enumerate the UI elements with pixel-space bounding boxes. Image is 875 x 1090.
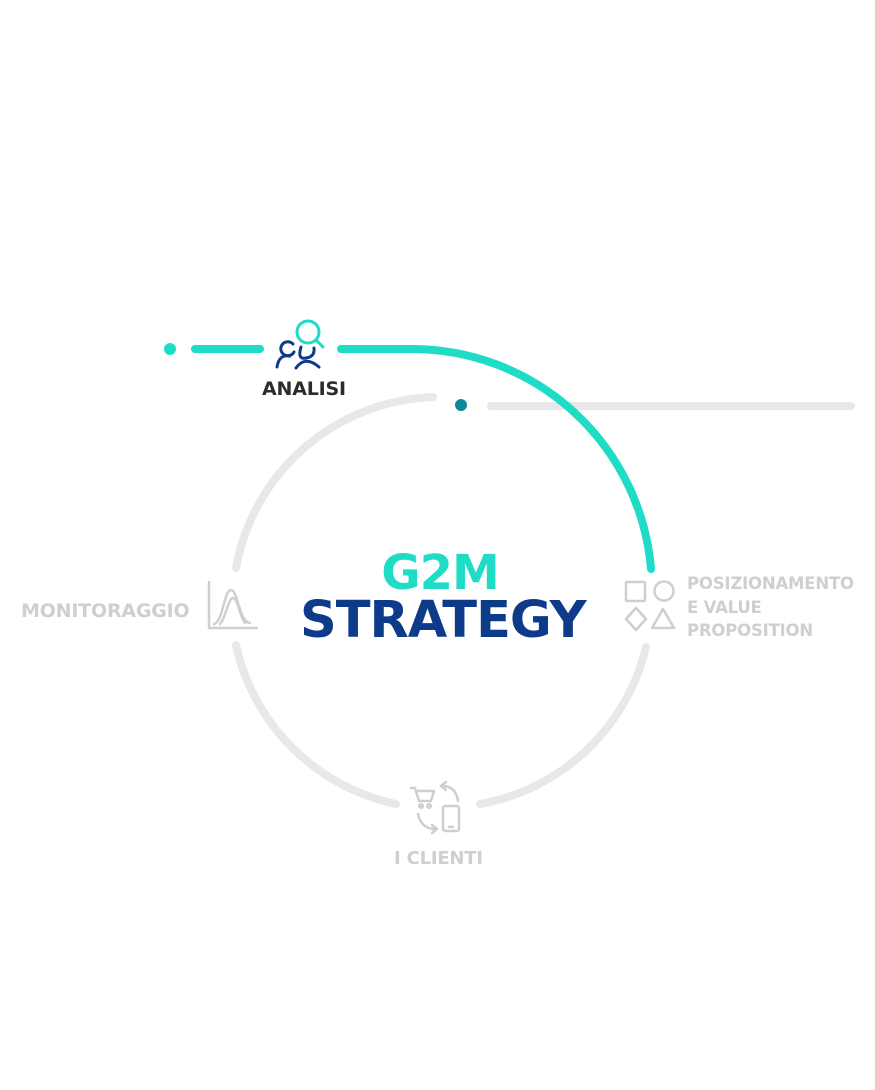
step-label-monitoraggio[interactable]: MONITORAGGIO bbox=[21, 600, 190, 622]
cart-phone-exchange-icon bbox=[409, 780, 461, 835]
cycle-start-dot bbox=[455, 399, 467, 411]
step-label-posizionamento[interactable]: POSIZIONAMENTO E VALUE PROPOSITION bbox=[687, 572, 854, 643]
title-g2m: G2M bbox=[381, 545, 500, 601]
cycle-arc-monitoraggio-to-analisi bbox=[232, 393, 437, 572]
chart-curve-icon bbox=[207, 580, 259, 630]
cycle-arc-clienti-to-monitoraggio bbox=[232, 641, 400, 808]
step-label-analisi[interactable]: ANALISI bbox=[262, 378, 346, 400]
active-path bbox=[191, 345, 655, 573]
shapes-icon bbox=[624, 580, 676, 632]
active-path-arc bbox=[337, 345, 655, 573]
title-strategy: STRATEGY bbox=[300, 591, 587, 650]
step-label-clienti[interactable]: I CLIENTI bbox=[394, 848, 483, 869]
active-path-start-dot bbox=[164, 343, 176, 355]
cycle-track bbox=[232, 393, 650, 808]
step-label-posizionamento-line-2: E VALUE bbox=[687, 597, 762, 617]
people-search-icon bbox=[275, 319, 325, 370]
step-label-posizionamento-line-3: PROPOSITION bbox=[687, 621, 813, 640]
cycle-arc-posizionamento-to-clienti bbox=[476, 643, 650, 808]
step-label-posizionamento-line-1: POSIZIONAMENTO bbox=[687, 574, 854, 593]
